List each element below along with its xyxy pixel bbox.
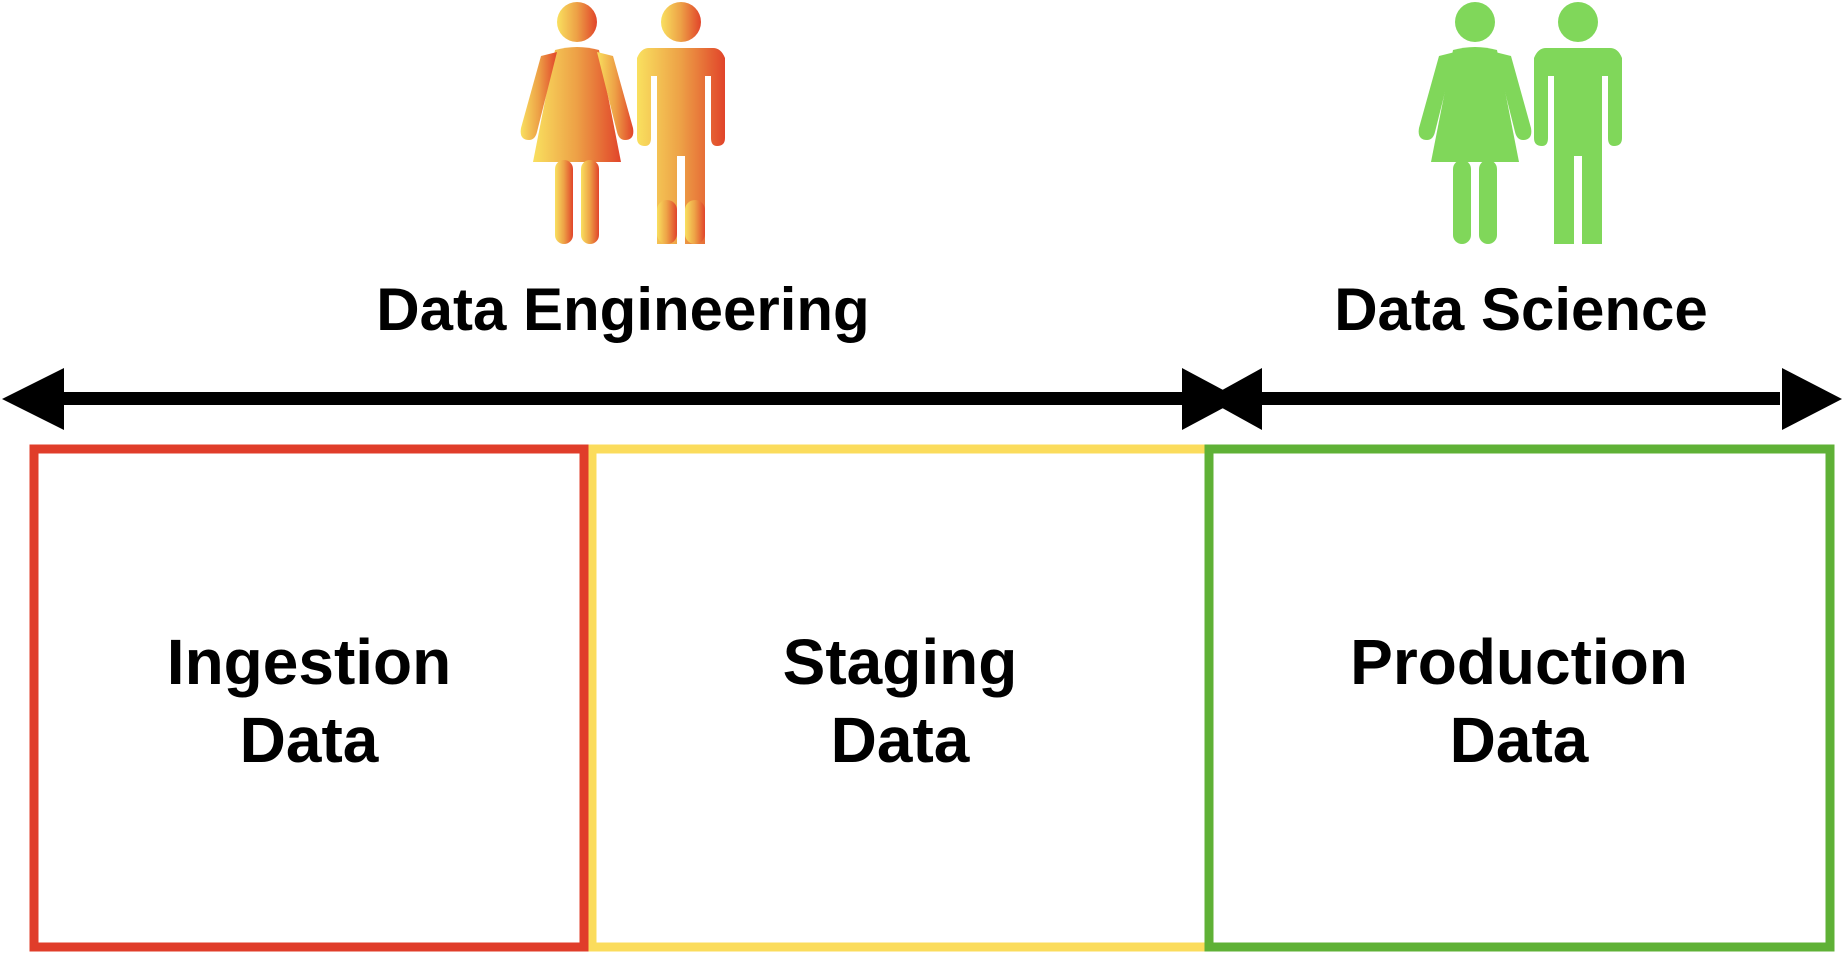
left-arrowhead [2,368,64,430]
staging-label-line1: Staging [783,626,1018,698]
science-left-arrowhead [1206,368,1262,430]
arrow-shaft [50,392,1780,405]
staging-zone-box [587,444,1214,952]
ingestion-label-line1: Ingestion [167,626,451,698]
ingestion-label-line2: Data [240,704,379,776]
data-science-people-icon [1418,2,1622,244]
production-label-line2: Data [1450,704,1589,776]
scope-arrows [2,368,1842,430]
right-arrowhead [1782,368,1842,430]
ingestion-zone-box [29,444,589,952]
data-engineering-label: Data Engineering [376,276,869,343]
data-engineering-people-icon [520,2,725,244]
production-label-line1: Production [1350,626,1688,698]
staging-label-line2: Data [831,704,970,776]
production-zone-box [1204,444,1835,952]
data-science-label: Data Science [1334,276,1708,343]
